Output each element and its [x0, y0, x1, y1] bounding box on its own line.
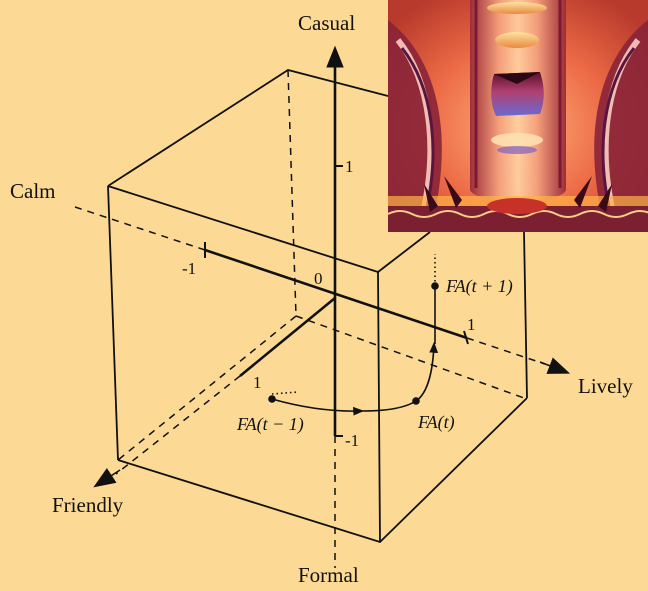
axis-calm-dashed — [74, 206, 206, 251]
label-lively: Lively — [578, 374, 633, 398]
axis-calm-lively — [204, 248, 468, 340]
label-casual: Casual — [298, 11, 355, 35]
point-prev — [268, 395, 276, 403]
axis-friendly-arrow — [93, 468, 121, 488]
trajectory — [268, 254, 439, 416]
tick-calm-lively-neg: -1 — [182, 259, 196, 278]
axis-lively-dashed — [466, 337, 546, 365]
label-formal: Formal — [298, 563, 359, 586]
axis-lively-arrow — [539, 357, 571, 374]
tick-calm-lively-pos: 1 — [467, 315, 476, 334]
label-fa-current: FA(t) — [417, 412, 455, 433]
tick-marks — [204, 165, 469, 437]
label-friendly: Friendly — [52, 493, 124, 517]
label-calm: Calm — [10, 179, 56, 203]
point-next — [431, 282, 439, 290]
tick-vertical-pos: 1 — [345, 157, 354, 176]
axis-friendly-dashed — [115, 375, 241, 475]
point-current — [412, 397, 420, 405]
axis-friendly — [239, 296, 336, 378]
tick-vertical-neg: -1 — [345, 431, 359, 450]
tick-friendly-pos: 1 — [253, 373, 262, 392]
label-fa-next: FA(t + 1) — [445, 276, 513, 297]
tick-origin: 0 — [314, 269, 323, 288]
fractal-face-image — [388, 0, 648, 232]
label-fa-prev: FA(t − 1) — [236, 414, 304, 435]
